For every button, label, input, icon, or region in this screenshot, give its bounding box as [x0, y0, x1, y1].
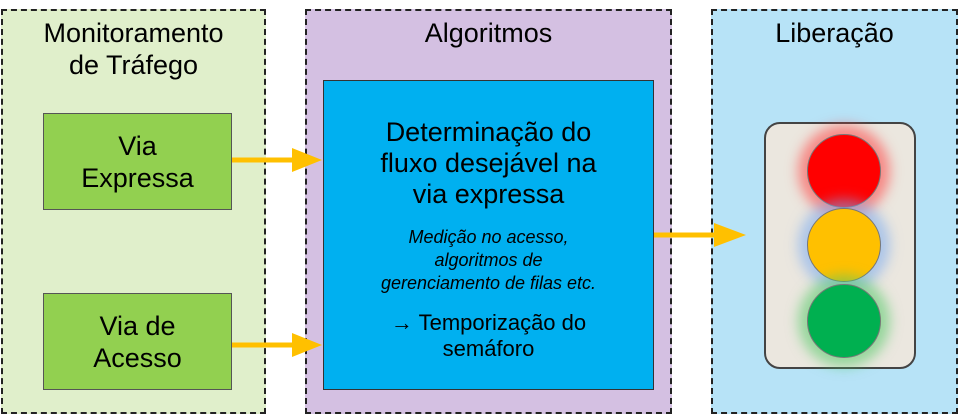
monitoring-title: Monitoramento de Tráfego: [43, 18, 224, 80]
access-label-line2: Acesso: [93, 342, 182, 373]
algorithm-result: → Temporização do semáforo: [390, 310, 587, 361]
traffic-light: [764, 122, 916, 369]
expressway-box: Via Expressa: [43, 113, 232, 210]
access-road-box: Via de Acesso: [43, 293, 232, 390]
expressway-label-line2: Expressa: [81, 162, 194, 193]
red-light-icon: [807, 134, 881, 208]
algorithms-title: Algoritmos: [424, 18, 553, 48]
expressway-label-line1: Via: [118, 130, 157, 161]
release-title: Liberação: [775, 18, 894, 48]
algorithm-box: Determinação do fluxo desejável na via e…: [323, 80, 654, 390]
yellow-light-icon: [807, 208, 881, 282]
algorithm-detail: Medição no acesso, algoritmos de gerenci…: [380, 227, 597, 293]
green-light-icon: [807, 284, 881, 358]
algorithm-heading: Determinação do fluxo desejável na via e…: [380, 117, 597, 209]
access-label-line1: Via de: [99, 310, 176, 341]
